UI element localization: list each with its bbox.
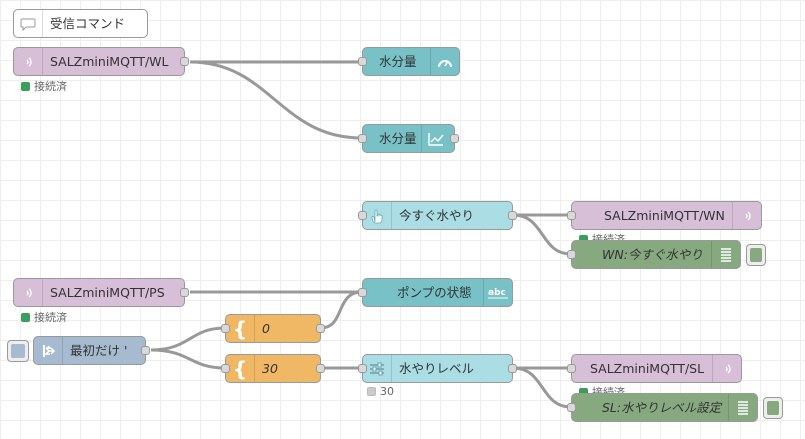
node-label: SL:水やりレベル設定 xyxy=(602,400,722,415)
chart-node[interactable]: 水分量 xyxy=(358,124,459,153)
status-dot xyxy=(579,234,588,244)
input-port[interactable] xyxy=(567,403,576,412)
output-port[interactable] xyxy=(450,134,459,143)
status-dot xyxy=(21,81,30,91)
debug-toggle-button[interactable] xyxy=(763,397,783,419)
output-port[interactable] xyxy=(316,324,325,333)
node-label: SALZminiMQTT/WN xyxy=(604,208,725,223)
status-dot xyxy=(367,387,376,396)
output-port[interactable] xyxy=(141,346,150,355)
curly-brace-icon: { xyxy=(226,315,255,342)
output-port[interactable] xyxy=(180,57,189,66)
slider-icon xyxy=(363,355,392,382)
node-label: SALZminiMQTT/PS xyxy=(50,285,165,300)
input-port[interactable] xyxy=(221,324,230,333)
wire-button-debugwn xyxy=(512,213,572,256)
node-label: SALZminiMQTT/WL xyxy=(50,54,169,69)
text-node[interactable]: ポンプの状態 abc xyxy=(358,278,513,307)
mqtt-in-node-wl[interactable]: SALZminiMQTT/WL xyxy=(13,47,189,76)
wifi-signal-icon xyxy=(732,202,761,229)
node-label: 水分量 xyxy=(379,54,417,69)
template-node-30[interactable]: { 30 xyxy=(221,354,325,383)
line-chart-icon xyxy=(421,125,450,152)
status-dot xyxy=(21,312,30,322)
hand-pointer-icon xyxy=(363,202,392,229)
status-connected-ps: 接続済 xyxy=(21,309,67,325)
debug-node-wn[interactable]: WN:今すぐ水やり xyxy=(567,240,766,269)
button-node[interactable]: 今すぐ水やり xyxy=(358,201,517,230)
node-label: 今すぐ水やり xyxy=(399,208,475,223)
input-port[interactable] xyxy=(358,57,367,66)
comment-label: 受信コマンド xyxy=(50,16,126,31)
input-port[interactable] xyxy=(567,211,576,220)
debug-node-sl[interactable]: SL:水やりレベル設定 xyxy=(567,393,783,422)
mqtt-out-node-wn[interactable]: SALZminiMQTT/WN xyxy=(567,201,762,230)
node-label: 最初だけ ' xyxy=(70,343,128,358)
comment-node[interactable]: 受信コマンド xyxy=(13,9,148,38)
node-label: ポンプの状態 xyxy=(397,285,472,300)
inject-trigger-button[interactable] xyxy=(7,340,29,362)
wire-slider-debugsl xyxy=(512,366,572,409)
input-port[interactable] xyxy=(358,288,367,297)
list-lines-icon xyxy=(728,394,757,421)
node-label: WN:今すぐ水やり xyxy=(602,247,703,262)
input-port[interactable] xyxy=(358,134,367,143)
input-port[interactable] xyxy=(358,364,367,373)
output-port[interactable] xyxy=(508,364,517,373)
wire-inject-t30 xyxy=(150,348,226,370)
speech-bubble-icon xyxy=(14,10,43,37)
svg-text:abc: abc xyxy=(488,288,506,298)
node-label: 30 xyxy=(262,361,278,376)
node-label: 水やりレベル xyxy=(399,361,475,376)
output-port[interactable] xyxy=(180,288,189,297)
wire-t0-text xyxy=(320,290,363,330)
gauge-node[interactable]: 水分量 xyxy=(358,47,460,76)
node-label: 水分量 xyxy=(379,131,417,146)
input-port[interactable] xyxy=(358,211,367,220)
wifi-signal-icon xyxy=(712,355,741,382)
node-label: 0 xyxy=(262,321,270,336)
mqtt-out-node-sl[interactable]: SALZminiMQTT/SL xyxy=(567,354,742,383)
arrow-inject-icon xyxy=(34,337,63,364)
status-slider-value: 30 xyxy=(367,385,394,398)
mqtt-in-node-ps[interactable]: SALZminiMQTT/PS xyxy=(13,278,189,307)
wire-inject-t0 xyxy=(150,326,226,352)
output-port[interactable] xyxy=(316,364,325,373)
inject-node[interactable]: 最初だけ ' xyxy=(7,336,150,365)
abc-text-icon: abc xyxy=(483,279,512,306)
gauge-icon xyxy=(430,48,459,75)
input-port[interactable] xyxy=(567,250,576,259)
template-node-0[interactable]: { 0 xyxy=(221,314,325,343)
status-dot xyxy=(579,387,588,397)
output-port[interactable] xyxy=(508,211,517,220)
input-port[interactable] xyxy=(567,364,576,373)
wifi-signal-icon xyxy=(14,279,43,306)
list-lines-icon xyxy=(711,241,740,268)
status-connected-wl: 接続済 xyxy=(21,78,67,94)
curly-brace-icon: { xyxy=(226,355,255,382)
wire-wl-chart xyxy=(189,60,363,140)
debug-toggle-button[interactable] xyxy=(746,244,766,266)
wifi-signal-icon xyxy=(14,48,43,75)
input-port[interactable] xyxy=(221,364,230,373)
node-label: SALZminiMQTT/SL xyxy=(590,361,705,376)
slider-node[interactable]: 水やりレベル xyxy=(358,354,517,383)
